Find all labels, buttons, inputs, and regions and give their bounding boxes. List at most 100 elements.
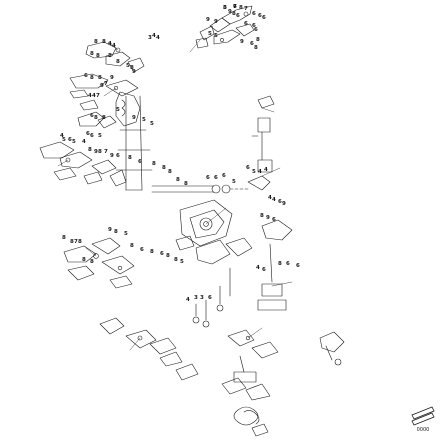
callout-number: 9	[108, 227, 112, 233]
callout-number: 7	[104, 81, 108, 87]
callout-number: 5	[142, 117, 146, 123]
callout-number: 4	[112, 43, 116, 49]
callout-number: 9	[132, 69, 136, 75]
callout-number: 3	[194, 295, 198, 301]
callout-number: 8	[102, 39, 106, 45]
callout-number: 5	[214, 33, 218, 39]
callout-number: 6	[140, 247, 144, 253]
callout-number: 8	[168, 169, 172, 175]
callout-number: 6	[214, 175, 218, 181]
catalog-badge-icon	[411, 406, 435, 426]
callout-number: 8	[254, 45, 258, 51]
retaining-clip	[319, 331, 345, 366]
right-slider	[251, 95, 275, 173]
left-mid-linkage	[39, 141, 127, 187]
callout-number: 5	[232, 179, 236, 185]
callout-number: 6	[222, 173, 226, 179]
callout-number: 6	[254, 27, 258, 33]
callout-number: 9	[240, 39, 244, 45]
callout-number: 5	[252, 169, 256, 175]
center-spring-housing	[115, 91, 153, 191]
callout-number: 4	[272, 197, 276, 203]
callout-number: 4	[268, 195, 272, 201]
callout-number: 8	[62, 235, 66, 241]
callout-number: 6	[90, 133, 94, 139]
pin-column	[192, 267, 231, 328]
callout-number: 9	[266, 215, 270, 221]
bottom-linkage	[99, 317, 199, 381]
callout-number: 8	[184, 181, 188, 187]
callout-number: 8	[128, 155, 132, 161]
callout-number: 6	[233, 4, 237, 10]
callout-number: 4	[156, 35, 160, 41]
callout-number: 8	[98, 75, 102, 81]
callout-number: 4	[186, 297, 190, 303]
callout-number: 3	[200, 295, 204, 301]
bottom-coil	[233, 406, 269, 437]
callout-number: 5	[126, 63, 130, 69]
callout-number: 5	[208, 31, 212, 37]
callout-number: 6	[236, 13, 240, 19]
callout-number: 6	[296, 263, 300, 269]
callout-number: 6	[246, 165, 250, 171]
callout-number: 8	[70, 239, 74, 245]
callout-number: 8	[130, 65, 134, 71]
callout-number: 9	[206, 17, 210, 23]
callout-number: 8	[174, 257, 178, 263]
callout-number: 6	[278, 199, 282, 205]
callout-number: 6	[258, 13, 262, 19]
callout-number: 4	[256, 265, 260, 271]
callout-number: 8	[90, 259, 94, 265]
callout-number: 5	[124, 231, 128, 237]
callout-number: 7	[104, 149, 108, 155]
callout-number: 4	[88, 93, 92, 99]
callout-number: 9	[110, 75, 114, 81]
upper-left-linkage	[69, 41, 145, 129]
callout-number: 7	[233, 4, 237, 10]
callout-number: 4	[264, 167, 268, 173]
callout-number: 8	[150, 249, 154, 255]
callout-number: 5	[62, 137, 66, 143]
right-guide-bracket	[257, 219, 293, 311]
callout-number: 8	[162, 165, 166, 171]
callout-number: 5	[98, 133, 102, 139]
callout-number: 4	[108, 41, 112, 47]
callout-number: 8	[232, 11, 236, 17]
callout-number: 9	[100, 83, 104, 89]
callout-number: 7	[96, 93, 100, 99]
callout-number: 6	[138, 159, 142, 165]
callout-number: 4	[92, 93, 96, 99]
callout-number: 6	[244, 21, 248, 27]
callout-number: 8	[114, 229, 118, 235]
callout-number: 9	[132, 115, 136, 121]
connecting-rod	[151, 175, 271, 194]
callout-number: 7	[244, 6, 248, 12]
callout-number: 5	[72, 139, 76, 145]
callout-number: 5	[150, 121, 154, 127]
callout-number: 6	[272, 217, 276, 223]
callout-number: 6	[208, 295, 212, 301]
callout-number: 6	[252, 23, 256, 29]
callout-number: 8	[90, 75, 94, 81]
callout-number: 6	[286, 261, 290, 267]
callout-number: 8	[94, 115, 98, 121]
callout-number: 9	[110, 153, 114, 159]
callout-number: 8	[102, 115, 106, 121]
callout-number: 8	[82, 257, 86, 263]
callout-number: 8	[78, 239, 82, 245]
callout-number: 8	[239, 5, 243, 11]
callout-number: 8	[108, 53, 112, 59]
callout-number: 5	[180, 259, 184, 265]
callout-number: 8	[260, 213, 264, 219]
callout-number: 8	[98, 149, 102, 155]
callout-number: 8	[116, 59, 120, 65]
callout-number: 5	[223, 5, 227, 11]
callout-number: 8	[88, 147, 92, 153]
callout-number: 8	[94, 39, 98, 45]
callout-number: 4	[152, 33, 156, 39]
callout-number: 8	[152, 161, 156, 167]
callout-number: 6	[84, 73, 88, 79]
callout-number: 3	[148, 35, 152, 41]
left-lower-linkage	[63, 237, 135, 289]
top-latch-assembly	[195, 5, 255, 49]
